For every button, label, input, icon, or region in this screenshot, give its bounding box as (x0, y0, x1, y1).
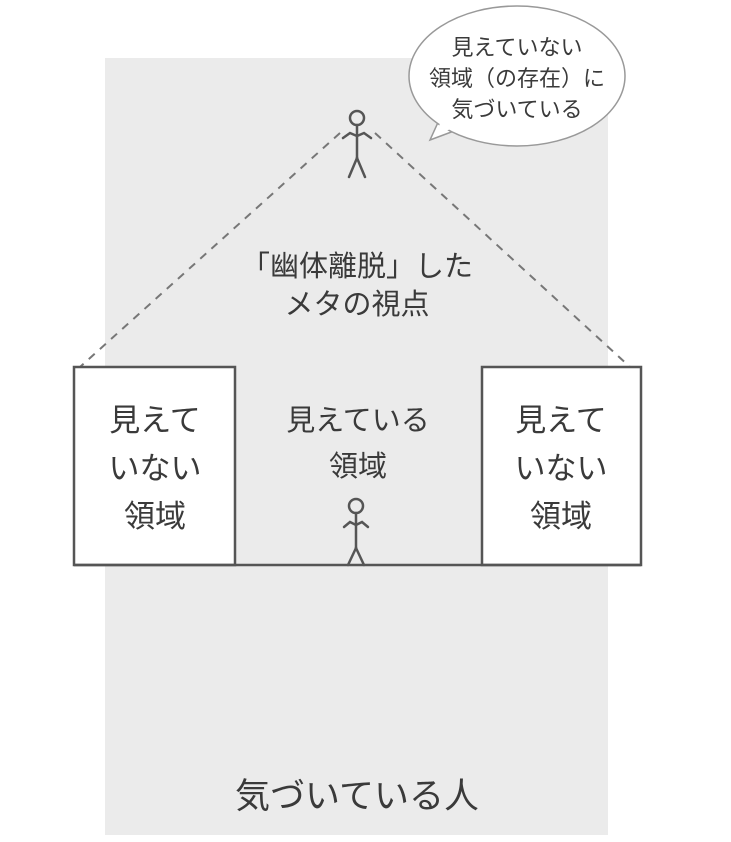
left-box-line-2: いない (109, 451, 202, 487)
view-line-right (374, 132, 631, 368)
left-box-line-1: 見えて (109, 403, 200, 439)
right-box-line-2: いない (515, 451, 608, 487)
left-unseen-area: 見えて いない 領域 (72, 365, 237, 567)
center-line-1: 見えている (286, 403, 430, 437)
center-line-2: 領域 (329, 449, 387, 483)
bubble-line-3: 気づいている (451, 98, 582, 123)
speech-bubble: 見えていない 領域（の存在）に 気づいている (408, 5, 626, 147)
caption: 気づいている人 (235, 777, 479, 817)
meta-view-line-1: 「幽体離脱」した (241, 249, 473, 283)
bubble-line-2: 領域（の存在）に (429, 67, 605, 92)
view-line-left (79, 132, 341, 368)
right-unseen-area: 見えて いない 領域 (480, 365, 643, 567)
right-box-line-3: 領域 (530, 499, 592, 535)
meta-observer-figure-icon (341, 109, 373, 179)
right-box-line-1: 見えて (515, 403, 606, 439)
left-box-line-3: 領域 (124, 499, 186, 535)
meta-view-line-2: メタの視点 (284, 287, 429, 321)
person-figure-icon (342, 497, 370, 567)
bubble-line-1: 見えていない (452, 36, 583, 61)
